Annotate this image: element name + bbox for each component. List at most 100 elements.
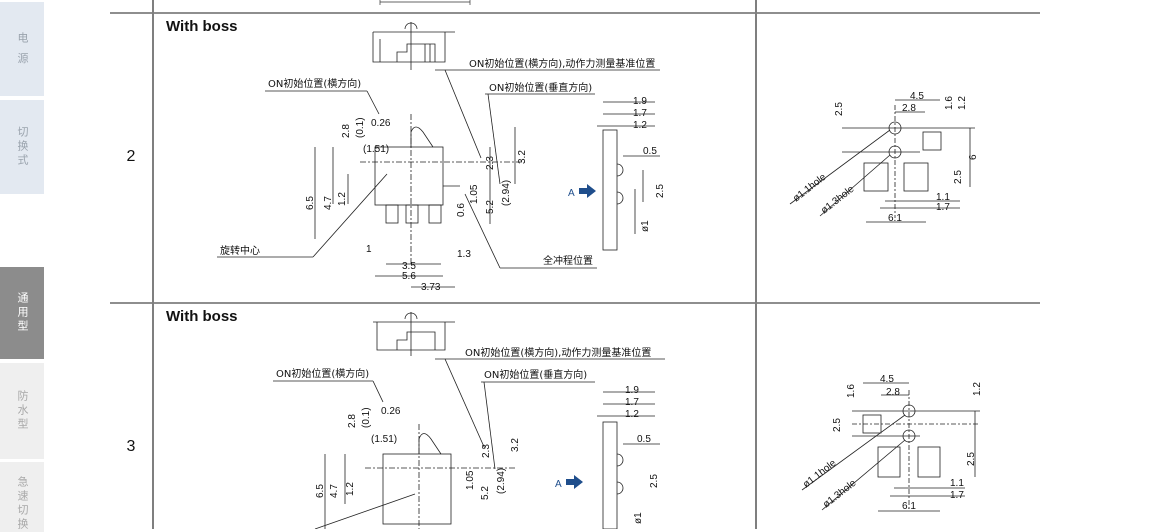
dim-3-2: 3.2	[517, 150, 528, 164]
dim-1-2: 1.2	[337, 192, 348, 206]
dim-side-2-5: 2.5	[649, 474, 660, 488]
sidebar-tab-general[interactable]: 通用型	[0, 267, 44, 359]
drawing-line	[602, 129, 618, 251]
dim-side-1-9: 1.9	[625, 385, 639, 396]
drawing-line	[373, 312, 455, 351]
dim-side-2-5: 2.5	[655, 184, 666, 198]
dim-5-2: 5.2	[485, 200, 496, 214]
dim-1-05: 1.05	[465, 470, 476, 490]
dim-5-6: 5.6	[402, 271, 416, 282]
label-rotation-center: 旋转中心	[220, 244, 260, 257]
dim-2-8: 2.8	[347, 414, 358, 428]
row-title: With boss	[166, 18, 238, 35]
drawing-line	[444, 358, 486, 450]
dim-1-2: 1.2	[345, 482, 356, 496]
pcb-layout-row-2: 4.5 2.8 1.6 1.2 2.5 6 2.5 1.1 1.7 6.1 ø1…	[789, 91, 979, 224]
drawing-line	[428, 204, 442, 224]
side-view-drawing	[597, 391, 660, 529]
view-direction-arrow-icon	[566, 475, 583, 489]
dim-0-1: (0.1)	[355, 117, 366, 138]
drawing-line	[396, 331, 436, 350]
drawing-line	[821, 439, 906, 511]
sidebar-tab-power[interactable]: 电 源	[0, 2, 44, 96]
top-view-drawing	[373, 312, 455, 356]
pcb-dim-1-7: 1.7	[936, 202, 950, 213]
dim-6-5: 6.5	[315, 484, 326, 498]
sidebar-tab-label: 急速切换	[16, 476, 29, 532]
dim-6-5: 6.5	[305, 196, 316, 210]
sidebar-tab-label: 电 源	[16, 31, 29, 67]
dim-side-0-5: 0.5	[643, 146, 657, 157]
dim-4-7: 4.7	[323, 196, 334, 210]
pcb-hole-1-3: ø1.3hole	[821, 477, 859, 510]
drawing-line	[385, 204, 399, 224]
side-view-drawing	[597, 101, 660, 251]
dim-side-1-7: 1.7	[633, 108, 647, 119]
pcb-dim-1-2: 1.2	[957, 96, 968, 110]
dim-1-51: (1.51)	[371, 434, 397, 445]
drawing-line	[396, 43, 436, 62]
dim-2-3: 2.3	[481, 444, 492, 458]
drawing-line: 4.5 2.8 1.6 1.2 2.5 6 2.5 1.1 1.7 6.1 ø1…	[791, 91, 979, 224]
drawing-line	[616, 453, 624, 495]
drawing-line: 1.9 1.7 1.2 0.5 2.5 ø1	[625, 385, 660, 524]
dim-2-94: (2.94)	[496, 468, 507, 494]
dim-side-1-2: 1.2	[625, 409, 639, 420]
drawing-line	[382, 453, 452, 525]
sidebar-tab-switching[interactable]: 切换式	[0, 100, 44, 194]
drawing-line: 0.26 2.8 (0.1) (1.51) 6.5 4.7 1.2 0.6 1.…	[305, 117, 528, 293]
dim-3-73: 3.73	[421, 282, 441, 293]
pcb-hole-1-1: ø1.1hole	[801, 457, 839, 490]
row-title: With boss	[166, 308, 238, 325]
pcb-dim-2-8: 2.8	[902, 103, 916, 114]
dim-side-phi-1: ø1	[633, 512, 644, 524]
dim-side-1-7: 1.7	[625, 397, 639, 408]
category-sidebar: 电 源 切换式 通用型 防水型 急速切换	[0, 0, 44, 532]
pcb-dim-6: 6	[968, 154, 979, 160]
dim-side-1-9: 1.9	[633, 96, 647, 107]
label-on-vertical: ON初始位置(垂直方向)	[489, 81, 592, 94]
drawing-line	[917, 446, 941, 478]
drawing-line	[314, 493, 416, 529]
dim-1-51: (1.51)	[363, 144, 389, 155]
pcb-dim-1-2: 1.2	[972, 382, 980, 396]
pcb-dim-1-6: 1.6	[944, 96, 955, 110]
label-on-vertical: ON初始位置(垂直方向)	[484, 368, 587, 381]
label-on-horizontal-force: ON初始位置(横方向),动作力测量基准位置	[465, 346, 651, 359]
pcb-hole-1-1: ø1.1hole	[791, 171, 829, 204]
dim-1-3: 1.3	[457, 249, 471, 260]
dimension-drawing-row-2: ON初始位置(横方向),动作力测量基准位置 ON初始位置(垂直方向) ON初始位…	[217, 22, 666, 293]
pcb-dim-1-6: 1.6	[846, 384, 857, 398]
drawing-line	[487, 93, 501, 185]
drawing-line	[405, 204, 419, 224]
drawing-line	[801, 414, 906, 491]
sidebar-tab-snap-action[interactable]: 急速切换	[0, 462, 44, 532]
pcb-dim-2-5-top: 2.5	[832, 418, 843, 432]
pcb-dim-2-5-top: 2.5	[834, 102, 845, 116]
dim-2-3: 2.3	[485, 156, 496, 170]
view-a-label: A	[555, 479, 562, 490]
sidebar-tab-waterproof[interactable]: 防水型	[0, 363, 44, 459]
dim-1: 1	[366, 244, 372, 255]
table-row-divider	[110, 12, 1040, 14]
dimension-drawing-row-3: ON初始位置(横方向),动作力测量基准位置 ON初始位置(垂直方向) ON初始位…	[273, 312, 665, 529]
dim-side-0-5: 0.5	[637, 434, 651, 445]
dim-2-8: 2.8	[341, 124, 352, 138]
sidebar-tab-label: 防水型	[16, 390, 29, 432]
pcb-dim-4-5: 4.5	[880, 374, 894, 385]
dim-4-7: 4.7	[329, 484, 340, 498]
drawing-line	[863, 162, 889, 192]
drawing-line	[819, 154, 891, 217]
pcb-dim-1-1: 1.1	[936, 192, 950, 203]
drawing-line	[312, 173, 388, 258]
dim-side-1-2: 1.2	[633, 120, 647, 131]
pcb-hole-1-3: ø1.3hole	[819, 183, 857, 216]
pcb-layout-row-3: 4.5 2.8 1.6 1.2 2.5 6 2.5 1.1 1.7 6.1 ø1…	[801, 374, 980, 512]
pcb-dim-1-7: 1.7	[950, 490, 964, 501]
previous-row-dimension	[379, 0, 471, 5]
drawing-line	[877, 446, 901, 478]
dim-3-2: 3.2	[510, 438, 521, 452]
sidebar-tab-label: 切换式	[16, 126, 29, 168]
dim-0-26: 0.26	[381, 406, 401, 417]
drawing-line: 4.5 2.8 1.6 1.2 2.5 6 2.5 1.1 1.7 6.1 ø1…	[801, 374, 980, 512]
